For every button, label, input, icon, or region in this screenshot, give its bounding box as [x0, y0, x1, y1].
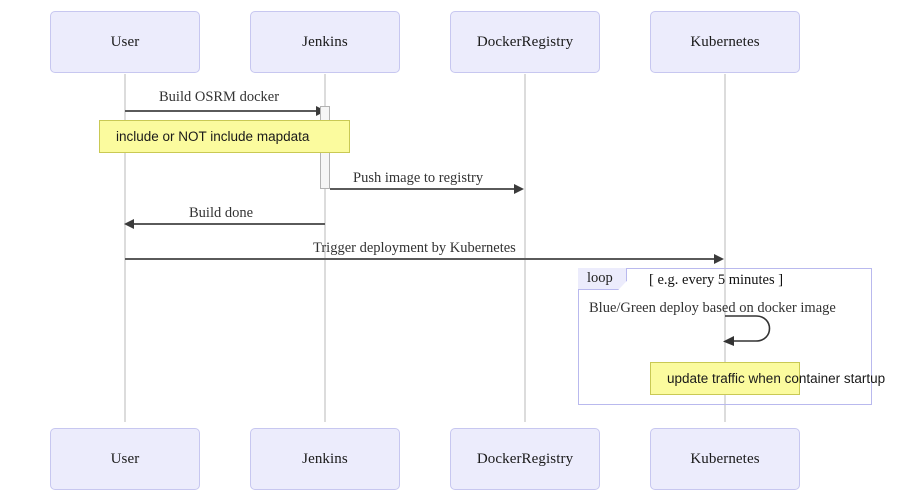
lifeline-jenkins [324, 74, 326, 422]
participant-label: Jenkins [302, 33, 348, 50]
participant-kubernetes-top[interactable]: Kubernetes [650, 11, 800, 73]
loop-fragment [578, 268, 872, 405]
loop-fragment-body-text: Blue/Green deploy based on docker image [589, 300, 836, 316]
message-arrowhead-push-image-to-registry [514, 184, 524, 194]
loop-fragment-condition: [ e.g. every 5 minutes ] [649, 272, 784, 288]
message-label-build-osrm-docker: Build OSRM docker [159, 89, 280, 105]
participant-jenkins-top[interactable]: Jenkins [250, 11, 400, 73]
message-label-push-image-to-registry: Push image to registry [353, 170, 484, 186]
message-line-push-image-to-registry [330, 188, 520, 190]
participant-jenkins-bottom[interactable]: Jenkins [250, 428, 400, 490]
participant-label: DockerRegistry [476, 450, 574, 467]
participant-user-bottom[interactable]: User [50, 428, 200, 490]
message-arrowhead-build-done [124, 219, 134, 229]
self-message-loop-kubernetes [723, 315, 771, 346]
lifeline-kubernetes [724, 74, 726, 422]
participant-dockerregistry-bottom[interactable]: DockerRegistry [450, 428, 600, 490]
message-label-trigger-deployment: Trigger deployment by Kubernetes [313, 240, 516, 256]
participant-dockerregistry-top[interactable]: DockerRegistry [450, 11, 600, 73]
message-line-trigger-deployment [125, 258, 720, 260]
note-include-mapdata: include or NOT include mapdata [99, 120, 350, 153]
participant-user-top[interactable]: User [50, 11, 200, 73]
loop-fragment-tab: loop [578, 268, 627, 290]
note-update-traffic: update traffic when container startup [650, 362, 885, 395]
participant-kubernetes-bottom[interactable]: Kubernetes [650, 428, 800, 490]
note-text: update traffic when container startup [667, 371, 886, 386]
note-text: include or NOT include mapdata [116, 129, 310, 144]
message-label-build-done: Build done [189, 205, 254, 221]
loop-fragment-kind-label: loop [587, 270, 613, 286]
lifeline-user [124, 74, 126, 422]
message-line-build-osrm-docker [125, 110, 320, 112]
participant-label: User [110, 450, 140, 467]
lifeline-dockerregistry [524, 74, 526, 422]
participant-label: DockerRegistry [476, 33, 574, 50]
message-arrowhead-trigger-deployment [714, 254, 724, 264]
participant-label: Jenkins [302, 450, 348, 467]
participant-label: Kubernetes [690, 33, 760, 50]
message-line-build-done [130, 223, 325, 225]
participant-label: User [110, 33, 140, 50]
participant-label: Kubernetes [690, 450, 760, 467]
